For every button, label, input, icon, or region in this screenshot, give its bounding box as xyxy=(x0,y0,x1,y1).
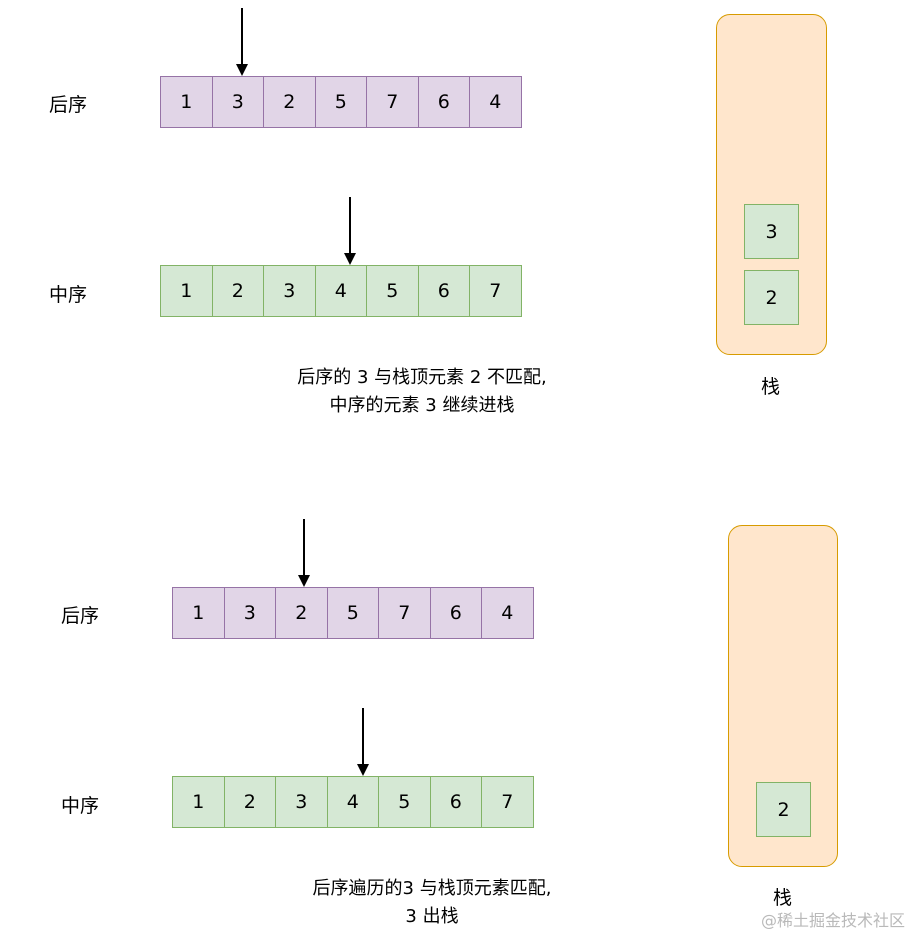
postorder-cell: 1 xyxy=(172,587,225,639)
inorder-row: 1 2 3 4 5 6 7 xyxy=(160,265,522,317)
inorder-cell: 2 xyxy=(223,776,276,828)
postorder-cell: 2 xyxy=(275,587,328,639)
postorder-cell: 4 xyxy=(481,587,534,639)
postorder-label: 后序 xyxy=(49,94,88,116)
stack-item: 2 xyxy=(756,782,811,837)
explanation-note: 后序的 3 与栈顶元素 2 不匹配, 中序的元素 3 继续进栈 xyxy=(262,364,582,420)
inorder-cell: 5 xyxy=(378,776,431,828)
inorder-cell: 3 xyxy=(275,776,328,828)
inorder-pointer-arrow xyxy=(344,197,356,265)
postorder-cell: 3 xyxy=(211,76,264,128)
postorder-row: 1 3 2 5 7 6 4 xyxy=(160,76,522,128)
watermark: @稀土掘金技术社区 xyxy=(760,911,905,930)
inorder-cell: 6 xyxy=(417,265,470,317)
postorder-cell: 4 xyxy=(469,76,522,128)
postorder-cell: 7 xyxy=(366,76,419,128)
stack-caption: 栈 xyxy=(773,887,793,909)
postorder-cell: 6 xyxy=(429,587,482,639)
postorder-cell: 5 xyxy=(326,587,379,639)
postorder-cell: 3 xyxy=(223,587,276,639)
postorder-label: 后序 xyxy=(61,605,100,627)
inorder-cell: 2 xyxy=(211,265,264,317)
inorder-pointer-arrow xyxy=(357,708,369,776)
inorder-cell: 1 xyxy=(160,265,213,317)
postorder-cell: 7 xyxy=(378,587,431,639)
inorder-cell: 7 xyxy=(481,776,534,828)
postorder-row: 1 3 2 5 7 6 4 xyxy=(172,587,534,639)
explanation-note: 后序遍历的3 与栈顶元素匹配, 3 出栈 xyxy=(272,875,592,931)
postorder-cell: 1 xyxy=(160,76,213,128)
stack-item: 3 xyxy=(744,204,799,259)
stack-caption: 栈 xyxy=(761,376,781,398)
postorder-cell: 5 xyxy=(314,76,367,128)
postorder-pointer-arrow xyxy=(298,519,310,587)
inorder-cell: 1 xyxy=(172,776,225,828)
postorder-pointer-arrow xyxy=(236,8,248,76)
note-line-1: 后序遍历的3 与栈顶元素匹配, xyxy=(312,878,552,899)
inorder-cell: 7 xyxy=(469,265,522,317)
stack-item: 2 xyxy=(744,270,799,325)
inorder-label: 中序 xyxy=(49,284,88,306)
inorder-label: 中序 xyxy=(61,795,100,817)
note-line-2: 3 出栈 xyxy=(405,906,459,927)
inorder-cell: 4 xyxy=(326,776,379,828)
note-line-2: 中序的元素 3 继续进栈 xyxy=(329,395,515,416)
stack-container: 2 xyxy=(728,525,838,867)
note-line-1: 后序的 3 与栈顶元素 2 不匹配, xyxy=(297,367,547,388)
scene-1: 后序 1 3 2 5 7 6 4 中序 1 2 3 4 5 6 7 3 2 栈 … xyxy=(0,0,911,450)
inorder-cell: 4 xyxy=(314,265,367,317)
inorder-cell: 6 xyxy=(429,776,482,828)
stack-container: 3 2 xyxy=(716,14,827,355)
inorder-row: 1 2 3 4 5 6 7 xyxy=(172,776,534,828)
postorder-cell: 2 xyxy=(263,76,316,128)
postorder-cell: 6 xyxy=(417,76,470,128)
